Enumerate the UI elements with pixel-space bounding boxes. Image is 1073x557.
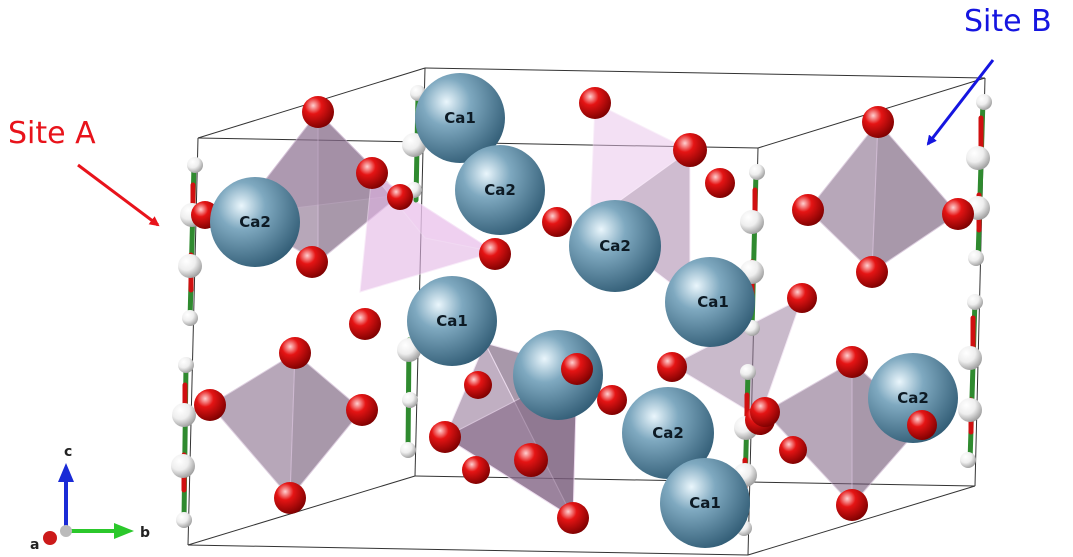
atom-label-ca2: Ca2 [599,237,631,255]
calcium-atoms-front [210,73,755,548]
octahedron-top-right [807,120,959,274]
octahedron-bottom-left [209,351,363,500]
axis-indicator: c b a [30,444,150,553]
atom-label-ca1: Ca1 [444,109,476,127]
oxygen-atoms [191,87,974,534]
atom-label-ca1: Ca1 [436,312,468,330]
atom-label-ca2: Ca2 [484,181,516,199]
axis-label-a: a [30,537,39,553]
site-a-arrow [77,163,160,227]
atom-label-ca1: Ca1 [697,293,729,311]
site-a-label: Site A [8,116,96,151]
atom-label-ca2: Ca2 [897,389,929,407]
axis-label-c: c [64,444,72,460]
atom-label-ca1: Ca1 [689,494,721,512]
axis-label-b: b [140,525,150,541]
hydrogen-atoms [171,85,992,536]
atom-label-ca2: Ca2 [652,424,684,442]
site-b-label: Site B [964,4,1052,39]
atom-labels: Ca1 Ca2 Ca2 Ca2 Ca1 Ca1 Ca2 Ca2 Ca1 [239,109,929,512]
atom-label-ca2: Ca2 [239,213,271,231]
site-b-arrow [926,59,995,146]
